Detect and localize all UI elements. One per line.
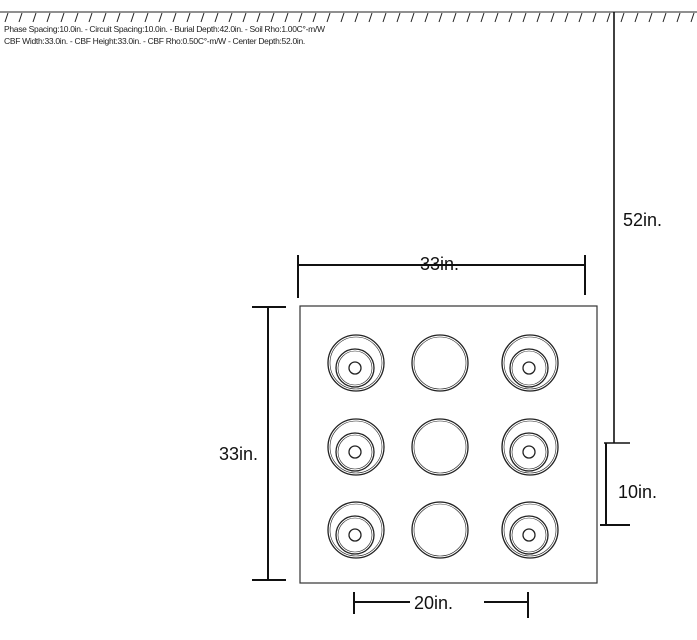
width-dimension xyxy=(297,255,586,298)
conduit-with-cable xyxy=(327,501,385,559)
phase-spacing-label: 10in. xyxy=(618,482,657,502)
depth-label: 52in. xyxy=(623,210,662,230)
depth-dimension xyxy=(604,12,630,444)
conduit-with-cable xyxy=(327,334,385,392)
conduit-grid xyxy=(327,334,559,559)
cbf-box xyxy=(299,305,598,584)
phase-spacing-dimension xyxy=(600,443,630,526)
parameters-line-1: Phase Spacing:10.0in. - Circuit Spacing:… xyxy=(4,24,325,34)
parameters-line-2: CBF Width:33.0in. - CBF Height:33.0in. -… xyxy=(4,36,305,46)
conduit-with-cable xyxy=(501,418,559,476)
height-label: 33in. xyxy=(219,444,258,464)
circuit-spacing-label: 20in. xyxy=(414,593,453,613)
empty-conduit xyxy=(411,334,469,392)
circuit-spacing-dimension xyxy=(353,592,529,618)
ground-surface xyxy=(0,11,697,23)
width-label: 33in. xyxy=(420,254,459,274)
empty-conduit xyxy=(411,418,469,476)
conduit-with-cable xyxy=(327,418,385,476)
conduit-with-cable xyxy=(501,501,559,559)
empty-conduit xyxy=(411,501,469,559)
height-dimension xyxy=(252,306,286,581)
conduit-with-cable xyxy=(501,334,559,392)
